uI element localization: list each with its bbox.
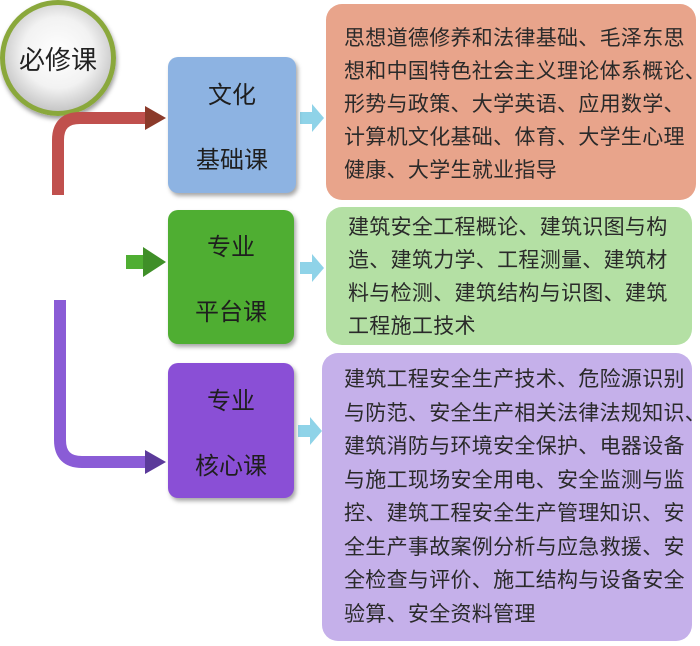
center-label: 必修课 bbox=[18, 45, 97, 76]
detail-line: 想和中国特色社会主义理论体系概论、 bbox=[344, 59, 700, 83]
detail-line: 形势与政策、大学英语、应用数学、 bbox=[344, 92, 685, 116]
category-label: 基础课 bbox=[196, 146, 268, 174]
arrow-to-core bbox=[54, 300, 145, 468]
detail-core: 建筑工程安全生产技术、危险源识别 与防范、安全生产相关法律法规知识、 建筑消防与… bbox=[322, 353, 700, 641]
small-arrows bbox=[298, 104, 324, 445]
category-label: 专业 bbox=[207, 233, 255, 261]
category-label: 核心课 bbox=[195, 451, 267, 480]
category-label: 专业 bbox=[207, 386, 255, 415]
detail-line: 料与检测、建筑结构与识图、建筑 bbox=[348, 281, 668, 305]
category-label: 平台课 bbox=[195, 298, 267, 326]
category-label: 文化 bbox=[208, 81, 256, 109]
detail-platform: 建筑安全工程概论、建筑识图与构 造、建筑力学、工程测量、建筑材 料与检测、建筑结… bbox=[326, 207, 692, 345]
detail-line: 建筑安全工程概论、建筑识图与构 bbox=[348, 215, 668, 239]
detail-line: 验算、安全资料管理 bbox=[344, 601, 536, 626]
detail-line: 计算机文化基础、体育、大学生心理 bbox=[344, 125, 685, 149]
detail-line: 与防范、安全生产相关法律法规知识、 bbox=[344, 400, 700, 425]
detail-line: 工程施工技术 bbox=[348, 314, 476, 338]
required-courses-node: 必修课 bbox=[0, 0, 116, 116]
arrow-to-culture bbox=[52, 112, 145, 195]
detail-line: 建筑工程安全生产技术、危险源识别 bbox=[344, 367, 685, 391]
category-platform: 专业平台课 bbox=[168, 210, 294, 344]
category-culture: 文化基础课 bbox=[168, 57, 296, 193]
detail-culture: 思想道德修养和法律基础、毛泽东思 想和中国特色社会主义理论体系概论、 形势与政策… bbox=[326, 4, 700, 200]
detail-line: 健康、大学生就业指导 bbox=[344, 158, 557, 182]
detail-line: 控、建筑工程安全生产管理知识、安 bbox=[344, 501, 685, 525]
category-core: 专业核心课 bbox=[168, 363, 294, 498]
detail-line: 全检查与评价、施工结构与设备安全 bbox=[344, 568, 685, 592]
detail-line: 全生产事故案例分析与应急救援、安 bbox=[344, 534, 685, 559]
detail-line: 思想道德修养和法律基础、毛泽东思 bbox=[344, 26, 685, 50]
detail-line: 造、建筑力学、工程测量、建筑材 bbox=[348, 248, 668, 272]
detail-line: 建筑消防与环境安全保护、电器设备 bbox=[344, 434, 685, 458]
detail-line: 与施工现场安全用电、安全监测与监 bbox=[344, 467, 685, 492]
